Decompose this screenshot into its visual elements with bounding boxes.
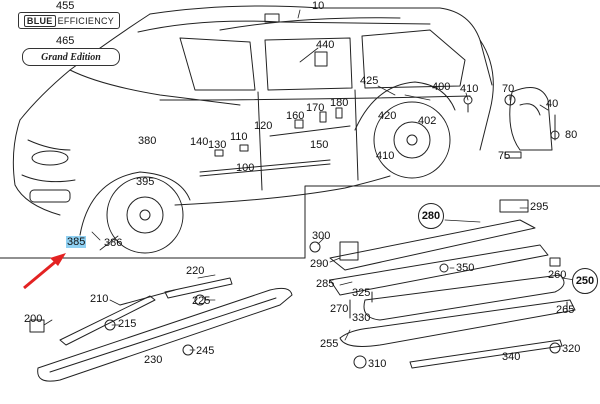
side-sill-assembly-right bbox=[309, 199, 576, 369]
leader-lines bbox=[43, 9, 576, 351]
blue-efficiency-badge: BLUE EFFICIENCY bbox=[18, 12, 120, 29]
callout-215: 215 bbox=[118, 318, 137, 330]
callout-300: 300 bbox=[312, 230, 331, 242]
callout-170: 170 bbox=[306, 102, 325, 114]
callout-325: 325 bbox=[352, 287, 371, 299]
callout-440: 440 bbox=[316, 39, 335, 51]
callout-340: 340 bbox=[502, 351, 521, 363]
callout-260: 260 bbox=[548, 269, 567, 281]
callout-425: 425 bbox=[360, 75, 379, 87]
mud-flap-parts bbox=[463, 87, 560, 159]
group-callout-250: 250 bbox=[572, 268, 598, 294]
vehicle-illustration bbox=[12, 5, 494, 254]
callout-385-highlight: 385 bbox=[66, 236, 87, 248]
callout-150: 150 bbox=[310, 139, 329, 151]
callout-290: 290 bbox=[310, 258, 329, 270]
callout-180: 180 bbox=[330, 97, 349, 109]
callout-395: 395 bbox=[136, 176, 155, 188]
callout-80: 80 bbox=[565, 129, 578, 141]
grand-edition-badge: Grand Edition bbox=[22, 48, 120, 66]
callout-295: 295 bbox=[530, 201, 549, 213]
callout-465: 465 bbox=[56, 35, 75, 47]
callout-265: 265 bbox=[556, 304, 575, 316]
callout-420: 420 bbox=[378, 110, 397, 122]
callout-225: 225 bbox=[192, 295, 211, 307]
callout-130: 130 bbox=[208, 139, 227, 151]
callout-350: 350 bbox=[456, 262, 475, 274]
callout-455: 455 bbox=[56, 0, 75, 12]
callout-200: 200 bbox=[24, 313, 43, 325]
callout-410-upper: 410 bbox=[460, 83, 479, 95]
side-sill-assembly-left bbox=[29, 277, 293, 382]
callout-310: 310 bbox=[368, 358, 387, 370]
callout-75: 75 bbox=[498, 150, 511, 162]
callout-140: 140 bbox=[190, 136, 209, 148]
badge-word-blue: BLUE bbox=[23, 14, 56, 27]
callout-120: 120 bbox=[254, 120, 273, 132]
callout-210: 210 bbox=[90, 293, 109, 305]
callout-402: 402 bbox=[418, 115, 437, 127]
badge-word-efficiency: EFFICIENCY bbox=[57, 15, 115, 26]
callout-220: 220 bbox=[186, 265, 205, 277]
callout-285: 285 bbox=[316, 278, 335, 290]
callout-160: 160 bbox=[286, 110, 305, 122]
callout-40: 40 bbox=[546, 98, 559, 110]
callout-270: 270 bbox=[330, 303, 349, 315]
callout-400: 400 bbox=[432, 81, 451, 93]
callout-70: 70 bbox=[502, 83, 515, 95]
callout-10: 10 bbox=[312, 0, 325, 12]
callout-255: 255 bbox=[320, 338, 339, 350]
callout-385: 385 bbox=[66, 236, 87, 248]
red-pointer-arrow bbox=[23, 253, 66, 290]
callout-230: 230 bbox=[144, 354, 163, 366]
group-callout-280: 280 bbox=[418, 203, 444, 229]
callout-386: 386 bbox=[104, 237, 123, 249]
callout-110: 110 bbox=[230, 131, 248, 143]
callout-245: 245 bbox=[196, 345, 215, 357]
callout-100: 100 bbox=[236, 162, 255, 174]
callout-320: 320 bbox=[562, 343, 581, 355]
callout-380: 380 bbox=[138, 135, 157, 147]
callout-410-lower: 410 bbox=[376, 150, 395, 162]
callout-330: 330 bbox=[352, 312, 371, 324]
